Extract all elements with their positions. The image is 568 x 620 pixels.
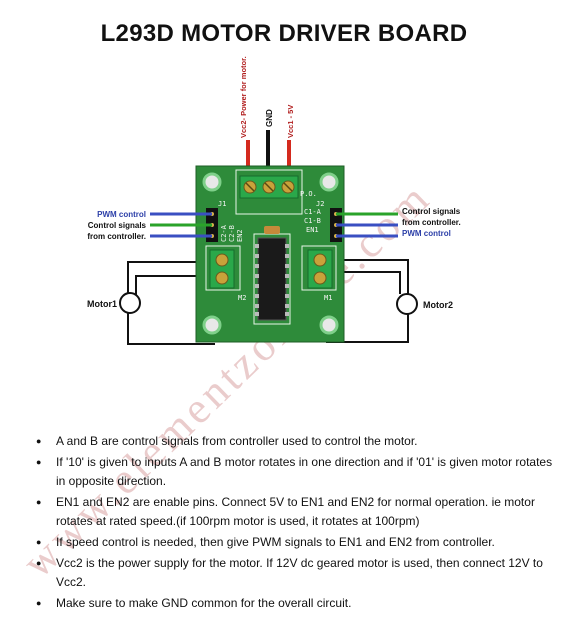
note-item: If speed control is needed, then give PW…: [36, 533, 556, 552]
note-item: Make sure to make GND common for the ove…: [36, 594, 556, 613]
motor1-label: Motor1: [87, 299, 117, 309]
left-signal-wires: [150, 212, 212, 238]
l293d-chip: [257, 237, 287, 321]
motor1-symbol: [119, 292, 141, 314]
right-ctrl-label-1: Control signals: [402, 207, 461, 216]
motor2-symbol: [396, 293, 418, 315]
silk-po: P.O.: [300, 190, 317, 198]
right-signal-wires: [336, 212, 398, 238]
right-pwm-label: PWM control: [402, 229, 451, 238]
motor2-wires: [326, 259, 409, 343]
silk-c1a: C1-A: [304, 208, 322, 216]
motor2-label: Motor2: [423, 300, 453, 310]
left-pwm-label: PWM control: [97, 210, 146, 219]
capacitor: [264, 226, 280, 234]
pcb-board: [195, 165, 345, 343]
silk-en1: EN1: [306, 226, 319, 234]
right-ctrl-label-2: from controller.: [402, 218, 461, 227]
note-item: If '10' is given to inputs A and B motor…: [36, 453, 556, 491]
silk-j2: J2: [316, 200, 324, 208]
note-item: Vcc2 is the power supply for the motor. …: [36, 554, 556, 592]
silk-m1: M1: [324, 294, 332, 302]
note-item: A and B are control signals from control…: [36, 432, 556, 451]
silk-c2b: C2-B: [228, 225, 236, 242]
notes-list: A and B are control signals from control…: [36, 432, 556, 615]
gnd-label: GND: [265, 109, 274, 127]
page-title: L293D MOTOR DRIVER BOARD: [100, 20, 468, 47]
left-ctrl-label-1: Control signals: [88, 221, 147, 230]
silk-j1: J1: [218, 200, 226, 208]
vcc2-label: Vcc2- Power for motor.: [239, 56, 248, 138]
note-item: EN1 and EN2 are enable pins. Connect 5V …: [36, 493, 556, 531]
silk-en2: EN2: [236, 229, 244, 242]
vcc1-label: Vcc1 - 5V: [286, 105, 295, 138]
silk-c1b: C1-B: [304, 217, 321, 225]
silk-c2a: C2-A: [220, 224, 228, 242]
left-ctrl-label-2: from controller.: [87, 232, 146, 241]
silk-m2: M2: [238, 294, 246, 302]
